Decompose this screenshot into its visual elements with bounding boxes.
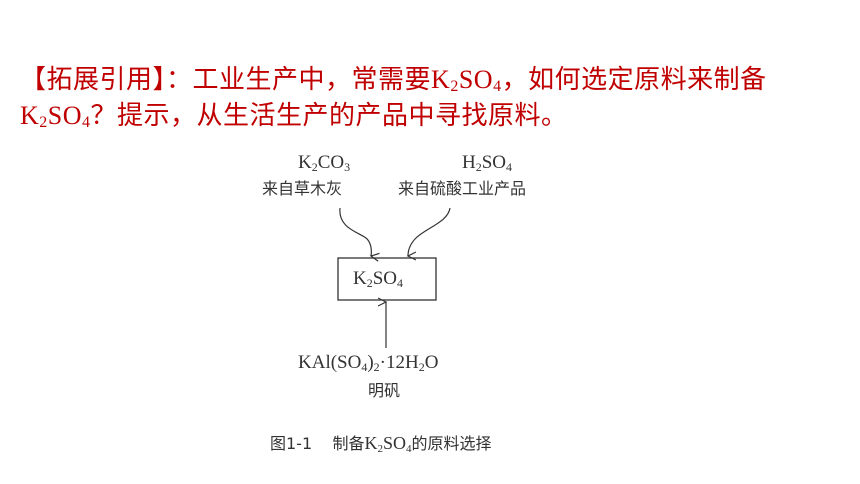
heading-hint: ？提示，从生活生产的产品中寻找原料。 (90, 101, 568, 131)
heading-title: 【拓展引用】 (20, 65, 167, 95)
diagram-arrows (337, 207, 451, 348)
figure-caption: 图1-1 制备K2SO4的原料选择 (270, 433, 492, 455)
alum-label: 明矾 (368, 381, 401, 400)
k2co3-formula: K2CO3 (298, 152, 351, 174)
plant-ash-source: 来自草木灰 (262, 179, 343, 198)
sulfuric-acid-source: 来自硫酸工业产品 (398, 179, 527, 198)
caption-k2so4: K2SO4 (364, 433, 412, 455)
heading-paragraph: 【拓展引用】：工业生产中，常需要K2SO4，如何选定原料来制备K2SO4？提示，… (20, 65, 767, 131)
k2so4-formula: K2SO4 (20, 101, 91, 131)
h2so4-formula: H2SO4 (462, 152, 513, 174)
k2so4-formula: K2SO4 (431, 65, 502, 95)
raw-material-diagram: K2CO3 来自草木灰 H2SO4 来自硫酸工业产品 K2SO4 KAl(SO4… (240, 150, 610, 470)
k2so4-box-formula: K2SO4 (353, 268, 404, 290)
right-arrow (408, 207, 451, 256)
heading-text: 工业生产中，常需要 (192, 65, 432, 95)
alum-formula: KAl(SO4)2·12H2O (298, 352, 439, 374)
left-arrow (339, 207, 371, 256)
figure-number: 图1-1 (270, 434, 313, 453)
